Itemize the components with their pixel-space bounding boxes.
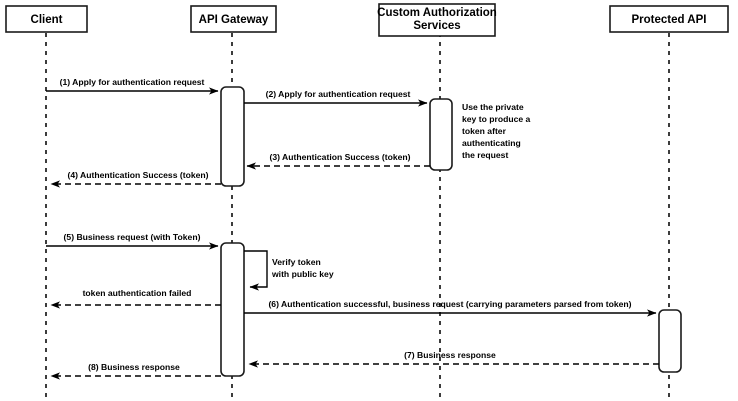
participant-client-box <box>5 5 88 33</box>
participant-custom-auth-box <box>378 3 496 37</box>
activation-bars <box>220 86 682 377</box>
message-5[interactable]: (5) Business request (with Token) <box>46 232 219 250</box>
note-private-key-line-3: token after <box>462 126 507 136</box>
activation-custom-auth <box>429 98 453 171</box>
note-private-key: Use the private key to produce a token a… <box>462 102 531 160</box>
participant-custom-auth[interactable]: Custom Authorization Services <box>377 3 497 37</box>
participant-protected-api-box <box>609 5 729 33</box>
note-private-key-line-5: the request <box>462 150 508 160</box>
note-private-key-line-4: authenticating <box>462 138 521 148</box>
message-3[interactable]: (3) Authentication Success (token) <box>246 152 430 170</box>
participant-custom-auth-label-line2: Services <box>413 20 460 32</box>
message-6-token-auth-failed[interactable]: token authentication failed <box>50 288 221 309</box>
participant-client-label: Client <box>31 14 63 26</box>
self-message-verify-token[interactable]: Verify token with public key <box>244 250 334 291</box>
participant-protected-api[interactable]: Protected API <box>609 5 729 33</box>
activation-api-gateway-business <box>220 242 245 377</box>
message-8[interactable]: (7) Business response <box>248 350 659 368</box>
participant-protected-api-label: Protected API <box>632 14 707 26</box>
activation-protected-api <box>658 309 682 373</box>
message-2[interactable]: (2) Apply for authentication request <box>244 89 428 107</box>
note-private-key-line-2: key to produce a <box>462 114 531 124</box>
activation-api-gateway-auth <box>220 86 245 187</box>
self-message-verify-token-label-line1: Verify token <box>272 257 321 267</box>
participant-client[interactable]: Client <box>5 5 88 33</box>
note-private-key-line-1: Use the private <box>462 102 524 112</box>
participant-custom-auth-label-line1: Custom Authorization <box>377 7 497 19</box>
lifeline-lines <box>45 33 670 398</box>
message-1-label: (1) Apply for authentication request <box>60 77 205 87</box>
message-7-label: (6) Authentication successful, business … <box>268 299 631 309</box>
self-message-verify-token-label-line2: with public key <box>271 269 334 279</box>
participant-api-gateway-label: API Gateway <box>199 14 269 26</box>
message-7[interactable]: (6) Authentication successful, business … <box>244 299 657 317</box>
message-4-label: (4) Authentication Success (token) <box>67 170 208 180</box>
participant-api-gateway-box <box>190 5 277 33</box>
message-8-label: (7) Business response <box>404 350 496 360</box>
message-5-label: (5) Business request (with Token) <box>64 232 201 242</box>
message-9-label: (8) Business response <box>88 362 180 372</box>
message-1[interactable]: (1) Apply for authentication request <box>46 77 219 95</box>
message-2-label: (2) Apply for authentication request <box>266 89 411 99</box>
message-6-label: token authentication failed <box>83 288 192 298</box>
self-message-verify-token-arrow <box>244 250 268 291</box>
participant-api-gateway[interactable]: API Gateway <box>190 5 277 33</box>
message-9[interactable]: (8) Business response <box>50 362 221 380</box>
message-3-label: (3) Authentication Success (token) <box>269 152 410 162</box>
message-4[interactable]: (4) Authentication Success (token) <box>50 170 221 188</box>
